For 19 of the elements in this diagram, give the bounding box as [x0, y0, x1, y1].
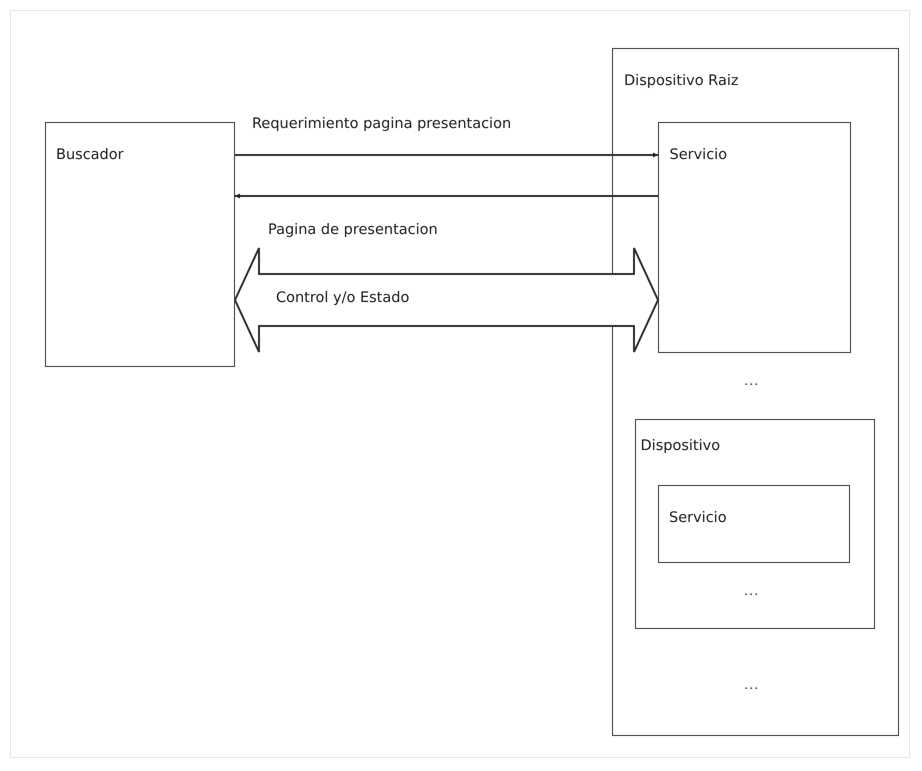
- edge-label: Pagina de presentacion: [268, 222, 438, 238]
- node-label: Dispositivo: [640, 438, 720, 454]
- node-label: Buscador: [56, 147, 124, 163]
- ellipsis-label: ...: [744, 678, 760, 693]
- node-label: Servicio: [669, 510, 727, 526]
- container-box: [634, 418, 874, 628]
- node-label: Dispositivo Raiz: [624, 73, 738, 89]
- arrow: [235, 194, 658, 198]
- edge-label: Requerimiento pagina presentacion: [252, 116, 512, 132]
- ellipsis-label: ...: [744, 584, 760, 599]
- process-box: [658, 122, 850, 352]
- container-box: [612, 48, 899, 736]
- ellipsis-label: ...: [744, 374, 760, 389]
- process-box: [45, 122, 235, 367]
- node-label: Servicio: [670, 146, 728, 162]
- process-box: [658, 485, 850, 563]
- arrow: [235, 152, 658, 158]
- edge-label: Control y/o Estado: [276, 290, 410, 306]
- double-block-arrow: [234, 247, 660, 353]
